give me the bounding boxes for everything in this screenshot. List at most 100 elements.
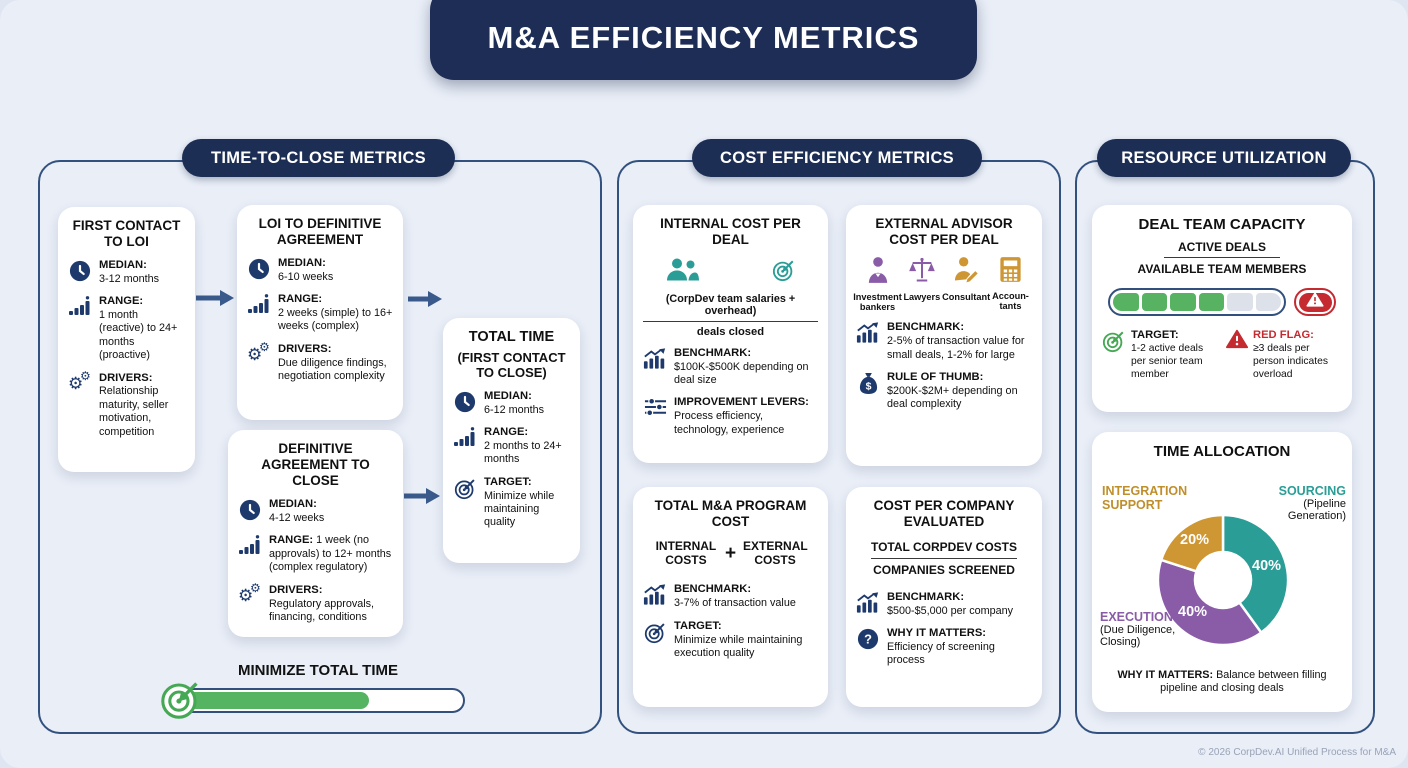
question-icon: ? — [856, 627, 880, 650]
section-header-cost: COST EFFICIENCY METRICS — [692, 139, 982, 177]
range-row: RANGE: 1 week (no approvals) to 12+ mont… — [238, 534, 393, 575]
card-title: INTERNAL COST PER DEAL — [660, 216, 801, 247]
gears-icon: ⚙⚙ — [68, 368, 91, 393]
clock-icon — [453, 390, 477, 413]
label-execution: EXECUTION (Due Diligence, Closing) — [1100, 610, 1176, 649]
advisor-accountants: Accoun- tants — [989, 256, 1032, 313]
advisor-consultant: Consultant — [942, 256, 990, 313]
calculator-icon — [999, 256, 1022, 288]
median-row: MEDIAN:6-10 weeks — [247, 257, 393, 284]
median-row: MEDIAN:3-12 months — [68, 259, 185, 286]
benchmark-chart-icon — [643, 347, 667, 369]
cost-fraction: (CorpDev team salaries + overhead) deals… — [643, 293, 818, 338]
target-row: TARGET:Minimize while maintaining execut… — [643, 620, 818, 661]
drivers-row: ⚙⚙ DRIVERS:Regulatory approvals, financi… — [238, 580, 375, 623]
cost-formula: INTERNAL COSTS + EXTERNAL COSTS — [655, 538, 808, 567]
card-title: DEFINITIVE AGREEMENT TO CLOSE — [261, 441, 370, 488]
card-time-allocation: TIME ALLOCATION 20% 40% 40% INTEGRATION … — [1092, 432, 1352, 712]
card-external-advisor-cost: EXTERNAL ADVISOR COST PER DEAL Investmen… — [846, 205, 1042, 466]
range-row: RANGE:2 months to 24+ months — [453, 426, 570, 467]
label-integration-support: INTEGRATION SUPPORT — [1102, 484, 1188, 512]
card-title: COST PER COMPANY EVALUATED — [873, 498, 1015, 529]
donut-slice-execution — [1156, 558, 1263, 647]
card-internal-cost: INTERNAL COST PER DEAL (CorpDev team sal… — [633, 205, 828, 463]
capacity-segment — [1170, 293, 1196, 312]
capacity-segment — [1141, 293, 1167, 312]
card-total-time: TOTAL TIME (FIRST CONTACT TO CLOSE) MEDI… — [443, 318, 580, 563]
why-it-matters-row: ? WHY IT MATTERS:Efficiency of screening… — [856, 627, 1032, 668]
copyright-footer: © 2026 CorpDev.AI Unified Process for M&… — [1198, 747, 1396, 758]
team-people-icon — [665, 258, 699, 286]
benchmark-chart-icon — [643, 583, 667, 606]
capacity-red-flag: RED FLAG:≥3 deals per person indicates o… — [1226, 329, 1342, 381]
card-total-program-cost: TOTAL M&A PROGRAM COST INTERNAL COSTS + … — [633, 487, 828, 707]
donut-slice-sourcing — [1221, 513, 1290, 634]
capacity-segment — [1227, 293, 1253, 312]
card-agreement-to-close: DEFINITIVE AGREEMENT TO CLOSE MEDIAN:4-1… — [228, 430, 403, 637]
drivers-row: ⚙⚙ DRIVERS:Due diligence findings, negot… — [247, 339, 387, 383]
gears-icon: ⚙⚙ — [247, 339, 270, 364]
range-bars-icon — [247, 293, 271, 314]
capacity-segment — [1198, 293, 1224, 312]
green-target-icon — [1102, 329, 1126, 358]
rule-of-thumb-row: $ RULE OF THUMB:$200K-$2M+ depending on … — [856, 371, 1032, 412]
allocation-why-it-matters: WHY IT MATTERS: Balance between filling … — [1117, 669, 1327, 695]
advisor-lawyers: Lawyers — [900, 256, 943, 313]
clock-icon — [247, 257, 271, 280]
donut-slice-integration — [1159, 513, 1225, 573]
green-target-icon — [160, 678, 202, 725]
clock-icon — [68, 259, 92, 282]
pct-integration: 20% — [1180, 532, 1210, 548]
card-deal-team-capacity: DEAL TEAM CAPACITY ACTIVE DEALS AVAILABL… — [1092, 205, 1352, 412]
benchmark-row: BENCHMARK:$500-$5,000 per company — [856, 591, 1032, 618]
improvement-levers-row: IMPROVEMENT LEVERS:Process efficiency, t… — [643, 396, 818, 437]
card-subtitle: (FIRST CONTACT TO CLOSE) — [457, 350, 566, 381]
title-banner: M&A EFFICIENCY METRICS — [430, 0, 977, 80]
section-header-resource: RESOURCE UTILIZATION — [1097, 139, 1351, 177]
target-icon — [453, 476, 477, 500]
svg-text:$: $ — [865, 381, 871, 393]
time-allocation-donut-chart — [1156, 513, 1290, 647]
card-title: LOI TO DEFINITIVE AGREEMENT — [258, 216, 382, 247]
benchmark-chart-icon — [856, 591, 880, 613]
capacity-segment — [1255, 293, 1281, 312]
svg-text:?: ? — [864, 631, 872, 646]
card-first-contact-to-loi: FIRST CONTACT TO LOI MEDIAN:3-12 months … — [58, 207, 195, 472]
page-title: M&A EFFICIENCY METRICS — [487, 20, 920, 55]
arrow-right-icon — [196, 290, 234, 311]
capacity-fraction: ACTIVE DEALS AVAILABLE TEAM MEMBERS — [1137, 239, 1307, 277]
advisor-investment-bankers: Investment bankers — [853, 256, 902, 313]
section-header-time: TIME-TO-CLOSE METRICS — [182, 139, 455, 177]
scales-icon — [908, 256, 936, 289]
target-row: TARGET:Minimize while maintaining qualit… — [453, 476, 570, 530]
range-bars-icon — [453, 426, 477, 447]
gears-icon: ⚙⚙ — [238, 580, 261, 605]
card-title: EXTERNAL ADVISOR COST PER DEAL — [875, 216, 1013, 247]
range-row: RANGE:2 weeks (simple) to 16+ weeks (com… — [247, 293, 393, 334]
capacity-segments — [1108, 288, 1286, 317]
card-loi-to-agreement: LOI TO DEFINITIVE AGREEMENT MEDIAN:6-10 … — [237, 205, 403, 420]
benchmark-row: BENCHMARK:3-7% of transaction value — [643, 583, 818, 610]
range-bars-icon — [68, 295, 92, 316]
clock-icon — [238, 498, 262, 521]
minimize-total-time-label: MINIMIZE TOTAL TIME — [238, 662, 398, 679]
pct-execution: 40% — [1178, 604, 1208, 620]
cost-fraction: TOTAL CORPDEV COSTS COMPANIES SCREENED — [870, 539, 1017, 577]
card-title: DEAL TEAM CAPACITY — [1138, 216, 1306, 233]
benchmark-row: BENCHMARK:$100K-$500K depending on deal … — [643, 347, 818, 388]
drivers-row: ⚙⚙ DRIVERS:Relationship maturity, seller… — [68, 368, 169, 438]
card-title: FIRST CONTACT TO LOI — [72, 218, 181, 249]
minimize-progress-bar — [178, 688, 465, 713]
card-cost-per-company: COST PER COMPANY EVALUATED TOTAL CORPDEV… — [846, 487, 1042, 707]
arrow-right-icon — [408, 291, 442, 312]
consultant-icon — [952, 256, 980, 289]
target-icon — [643, 620, 667, 644]
arrow-right-icon — [404, 488, 440, 509]
plus-sign: + — [724, 542, 737, 564]
red-warning-triangle-icon — [1226, 329, 1248, 354]
teal-target-icon — [772, 258, 796, 287]
banker-icon — [865, 256, 891, 289]
warning-triangle-icon — [1306, 292, 1324, 312]
label-sourcing: SOURCING (Pipeline Generation) — [1278, 484, 1346, 523]
